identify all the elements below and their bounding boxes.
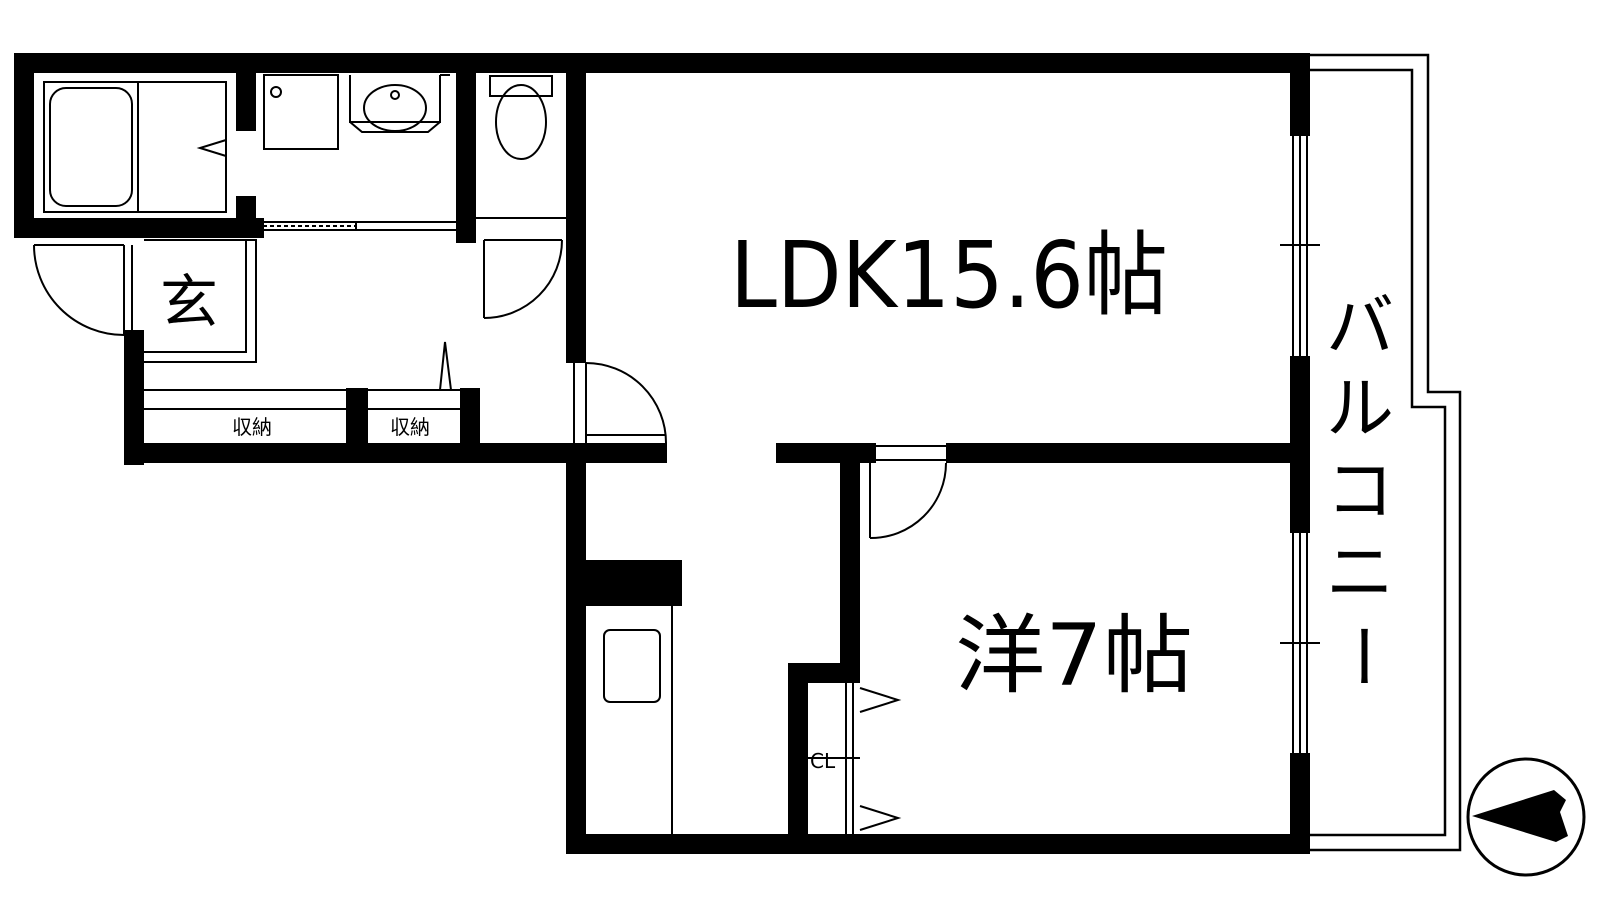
walls xyxy=(14,53,1310,854)
kitchen-sink-icon xyxy=(603,606,673,834)
entrance-door xyxy=(33,244,133,336)
toilet-icon xyxy=(476,75,566,219)
balcony-char: ニ xyxy=(1326,534,1394,613)
balcony-char: ー xyxy=(1321,622,1400,690)
windows xyxy=(16,136,1320,753)
washroom-sliding-door xyxy=(256,221,456,231)
balcony-label: バ ル コ ニ ー xyxy=(1321,288,1400,690)
bathtub-icon xyxy=(43,81,227,213)
western-room-label: 洋7帖 xyxy=(955,606,1193,706)
toilet-door xyxy=(483,239,563,319)
north-arrow-icon xyxy=(1466,757,1586,877)
closet-label: CL xyxy=(810,749,836,773)
storage-shelves xyxy=(144,341,460,410)
balcony-char: コ xyxy=(1326,452,1394,531)
storage-right-label: 収納 xyxy=(390,415,430,439)
ldk-door xyxy=(573,362,667,444)
balcony-char: ル xyxy=(1326,370,1394,449)
washing-machine-icon xyxy=(263,74,339,150)
storage-left-label: 収納 xyxy=(232,415,272,439)
entrance-label: 玄 xyxy=(160,268,218,336)
balcony-char: バ xyxy=(1326,288,1394,367)
balcony xyxy=(1310,53,1462,852)
western-room-door xyxy=(869,445,947,540)
sink-icon xyxy=(349,74,450,133)
closet-doors xyxy=(808,683,902,834)
ldk-label: LDK15.6帖 xyxy=(730,222,1168,329)
entrance-step xyxy=(144,239,257,363)
